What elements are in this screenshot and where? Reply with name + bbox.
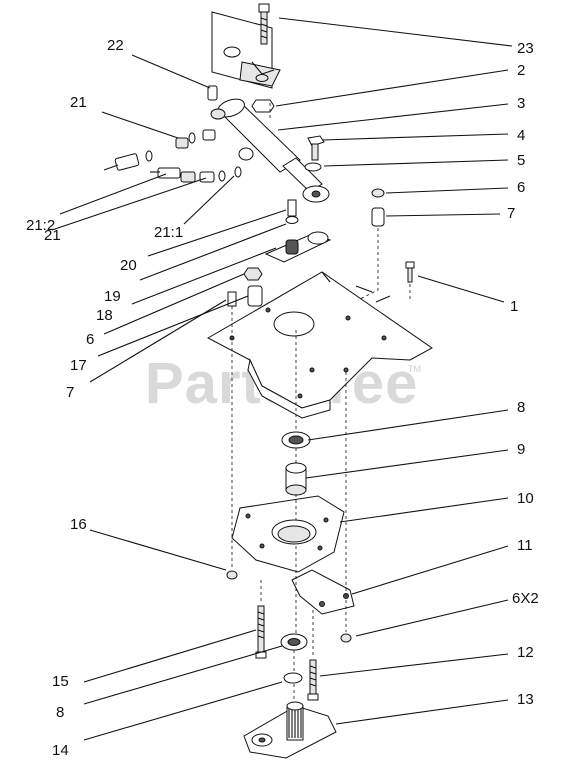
callout-22: 22	[107, 37, 124, 54]
spacer-7-upper	[371, 207, 385, 227]
washer-14	[283, 672, 303, 684]
callout-6x2: 6X2	[512, 590, 539, 607]
nut-2	[251, 99, 275, 113]
bushing-9	[285, 462, 307, 496]
hydraulic-cylinder	[210, 98, 330, 203]
watermark-trademark: TM	[408, 364, 421, 374]
washer-5	[304, 162, 322, 172]
callout-1: 1	[510, 298, 518, 315]
callout-21-1: 21:1	[154, 224, 183, 241]
bolt-20	[287, 199, 297, 217]
callout-5: 5	[517, 152, 525, 169]
washer-18	[285, 216, 299, 224]
bolt-15	[255, 605, 267, 659]
callout-2: 2	[517, 62, 525, 79]
callout-8-lower: 8	[56, 704, 64, 721]
hydraulic-fittings	[103, 129, 242, 183]
nut-6x2	[340, 633, 352, 643]
callout-18: 18	[96, 307, 113, 324]
callout-9: 9	[517, 441, 525, 458]
parts-drawing	[103, 3, 433, 759]
bearing-upper	[281, 431, 311, 449]
callout-21-2: 21:2	[26, 217, 55, 234]
callout-labels: 23 22 2 21 3 4 5 6 7 21:2 21:1 21 20 19 …	[26, 37, 539, 759]
pin-22	[207, 85, 218, 101]
callout-6-left: 6	[86, 331, 94, 348]
bolt-12	[307, 659, 319, 701]
callout-7-upper: 7	[507, 205, 515, 222]
callout-12: 12	[517, 644, 534, 661]
nut-16	[226, 570, 238, 580]
callout-7-left: 7	[66, 384, 74, 401]
tab-bracket	[291, 569, 355, 615]
spacer-7-left	[247, 285, 263, 307]
callout-4: 4	[517, 127, 525, 144]
bolt-4	[307, 135, 325, 161]
callout-13: 13	[517, 691, 534, 708]
callout-15: 15	[52, 673, 69, 690]
callout-3: 3	[517, 95, 525, 112]
callout-6-upper: 6	[517, 179, 525, 196]
callout-16: 16	[70, 516, 87, 533]
mounting-bracket	[211, 11, 281, 89]
callout-20: 20	[120, 257, 137, 274]
callout-11: 11	[517, 537, 533, 554]
bearing-lower	[280, 633, 308, 651]
callout-10: 10	[517, 490, 534, 507]
steering-arm	[243, 701, 337, 759]
bolt-1	[405, 261, 415, 283]
callout-17: 17	[70, 357, 87, 374]
callout-21-lower: 21	[44, 227, 61, 244]
callout-21-upper: 21	[70, 94, 87, 111]
nut-6-left	[243, 267, 263, 281]
callout-19: 19	[104, 288, 121, 305]
callout-14: 14	[52, 742, 69, 759]
callout-23: 23	[517, 40, 534, 57]
leader-lines	[51, 17, 513, 741]
callout-8-upper: 8	[517, 399, 525, 416]
pivot-bracket	[264, 231, 332, 263]
nut-6-upper	[371, 188, 385, 198]
bolt-23	[258, 3, 270, 45]
lower-plate	[231, 495, 345, 573]
